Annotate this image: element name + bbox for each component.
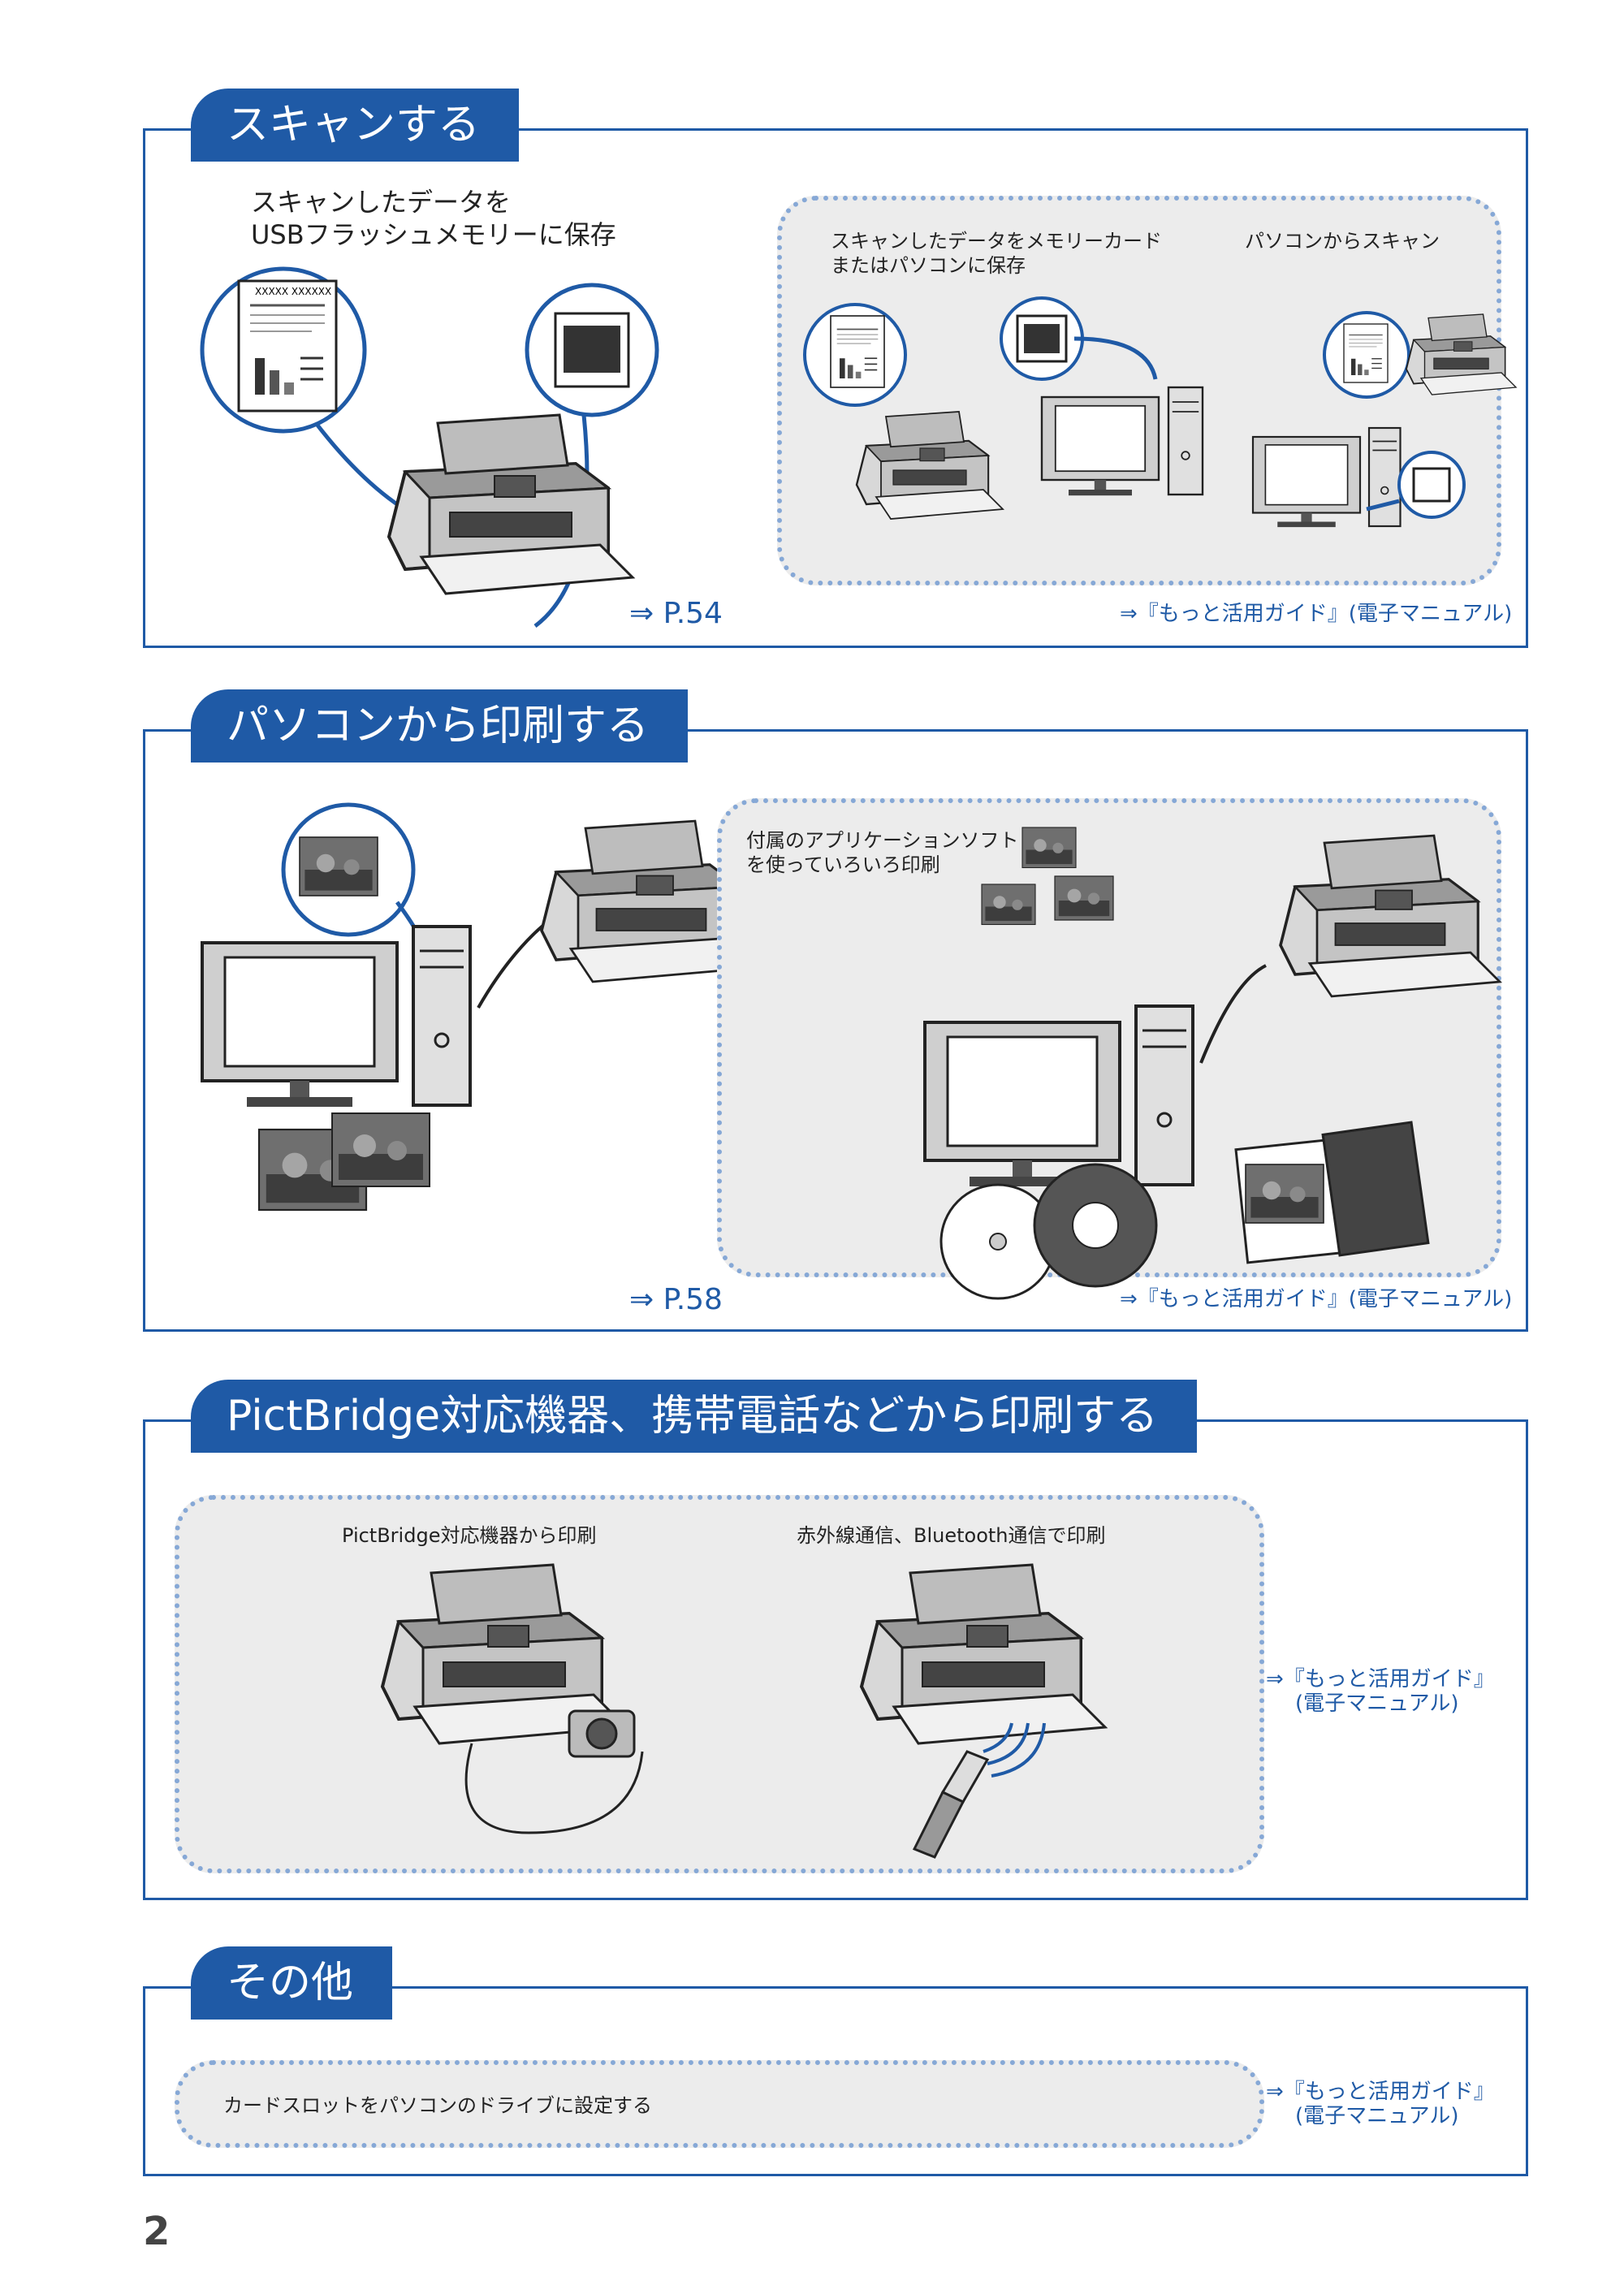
section-title-scan: スキャンする [191,89,520,162]
section-title-pictbridge: PictBridge対応機器、携帯電話などから印刷する [191,1380,1198,1453]
pictbridge-caption-1: PictBridge対応機器から印刷 [342,1524,597,1547]
scan-panel-caption-1a: スキャンしたデータをメモリーカード [831,230,1162,253]
scan-usb-illustration: XXXXX XXXXXX [200,266,659,628]
scan-panel-caption-2: パソコンからスキャン [1245,230,1440,253]
pc-print-panel: 付属のアプリケーションソフト を使っていろいろ印刷 [717,798,1501,1300]
pictbridge-ref-2[interactable]: (電子マニュアル) [1295,1691,1459,1716]
scan-ref-right[interactable]: ⇒『もっと活用ガイド』(電子マニュアル) [1120,602,1513,626]
scan-ref-left[interactable]: ⇒ P.54 [629,597,723,630]
scan-left-caption-1: スキャンしたデータを [251,187,512,218]
scan-panel: スキャンしたデータをメモリーカード またはパソコンに保存 パソコンからスキャン [777,196,1517,585]
doc-header-text: XXXXX XXXXXX [255,286,331,297]
pc-print-panel-caption-1: 付属のアプリケーションソフト [746,829,1019,852]
section-other: その他 カードスロットをパソコンのドライブに設定する ⇒『もっと活用ガイド』 (… [143,1946,1528,2176]
section-pictbridge: PictBridge対応機器、携帯電話などから印刷する PictBridge対応… [143,1380,1528,1900]
pictbridge-phone-illustration [860,1563,1107,1859]
scan-memory-pc-illustration [803,296,1517,529]
other-ref-1[interactable]: ⇒『もっと活用ガイド』 [1266,2080,1495,2104]
pc-print-panel-caption-2: を使っていろいろ印刷 [746,853,940,876]
section-scan: スキャンする スキャンしたデータを USBフラッシュメモリーに保存 XXXXX … [143,89,1528,648]
section-title-pc-print: パソコンから印刷する [191,689,689,763]
other-caption: カードスロットをパソコンのドライブに設定する [223,2094,652,2117]
pictbridge-caption-2: 赤外線通信、Bluetooth通信で印刷 [797,1524,1106,1547]
section-pc-print: パソコンから印刷する ⇒ P.58 付属のアプリケーションソフト を使っていろい… [143,689,1528,1332]
pictbridge-ref-1[interactable]: ⇒『もっと活用ガイド』 [1266,1667,1495,1691]
pc-print-left-illustration [201,802,762,1212]
section-title-other: その他 [191,1946,393,2020]
pc-print-ref-right[interactable]: ⇒『もっと活用ガイド』(電子マニュアル) [1120,1287,1513,1311]
pictbridge-panel: PictBridge対応機器から印刷 赤外線通信、Bluetooth通信で印刷 [175,1495,1264,1873]
scan-left-caption-2: USBフラッシュメモリーに保存 [251,219,616,250]
pictbridge-camera-illustration [381,1563,644,1834]
other-ref-2[interactable]: (電子マニュアル) [1295,2104,1459,2128]
page-number: 2 [143,2209,171,2254]
other-panel: カードスロットをパソコンのドライブに設定する [175,2060,1264,2148]
pc-print-ref-left[interactable]: ⇒ P.58 [629,1283,723,1316]
pc-print-software-illustration [923,827,1501,1300]
scan-panel-caption-1b: またはパソコンに保存 [831,254,1026,277]
